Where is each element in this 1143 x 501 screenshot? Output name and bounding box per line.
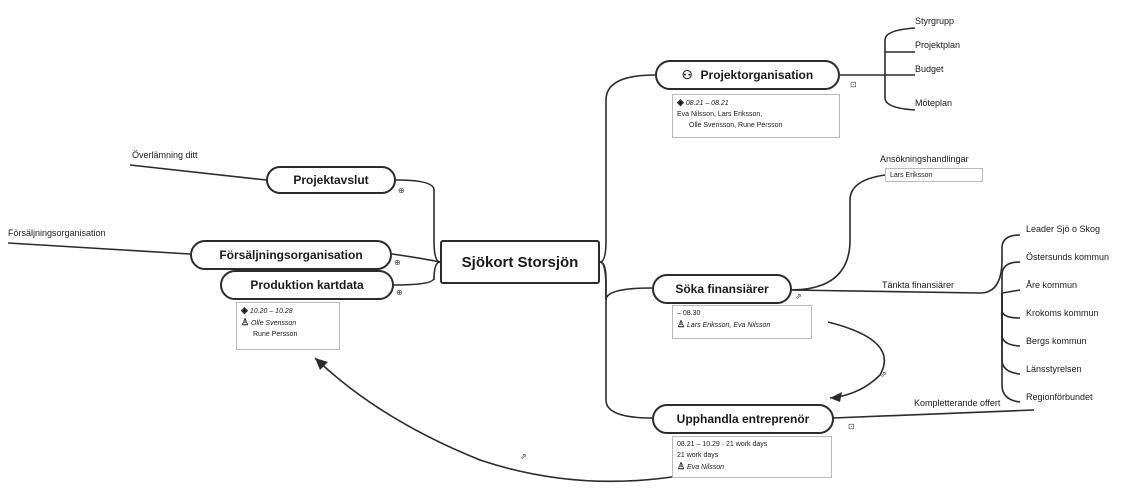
subtopic-finansiar[interactable]: Länsstyrelsen [1026,364,1082,374]
subtopic-overlamning[interactable]: Överlämning ditt [132,150,198,160]
task-resources: Rune Persson [253,331,298,338]
task-icon: ◈ [241,305,248,315]
topic-projektavslut[interactable]: Projektavslut [266,166,396,194]
task-resources: Eva Nilsson [687,464,724,471]
topic-projektorganisation[interactable]: ⚇ Projektorganisation [655,60,840,90]
task-resources: Lars Eriksson [890,172,933,179]
subtopic-finansiar[interactable]: Regionförbundet [1026,392,1093,402]
task-dates: – 08.30 [677,310,701,317]
subtopic-budget[interactable]: Budget [915,64,944,74]
task-info-upphandla: 08.21 – 10.29 · 21 work days 21 work day… [672,436,832,478]
person-icon: ♙ [677,319,686,329]
subtopic-ansokningshandlingar[interactable]: Ansökningshandlingar [880,154,969,164]
task-info-ansokning: Lars Eriksson [885,168,983,182]
collapse-icon[interactable]: ⊕ [396,288,403,297]
task-resources: Olle Svensson, Rune Persson [689,122,783,129]
collapse-icon[interactable]: ⊕ [398,186,405,195]
notes-icon[interactable]: ⊡ [848,422,855,431]
subtopic-finansiar[interactable]: Bergs kommun [1026,336,1087,346]
topic-label: Projektorganisation [700,68,814,82]
topic-forsaljningsorganisation[interactable]: Försäljningsorganisation [190,240,392,270]
task-info-soka: – 08.30 ♙ Lars Eriksson, Eva Nilsson [672,305,812,339]
subtopic-projektplan[interactable]: Projektplan [915,40,961,50]
subtopic-finansiar[interactable]: Åre kommun [1026,280,1078,290]
topic-upphandla-entreprenor[interactable]: Upphandla entreprenör [652,404,834,434]
task-resources: Eva Nilsson, Lars Eriksson, [677,111,763,118]
subtopic-kompletterande-offert[interactable]: Kompletterande offert [914,398,1001,408]
task-dates: 10.20 – 10.28 [249,308,293,315]
people-icon: ⚇ [681,68,693,82]
subtopic-styrgrupp[interactable]: Styrgrupp [915,16,955,26]
person-icon: ♙ [241,317,250,327]
relationship-icon[interactable]: ⇗ [520,452,527,461]
central-topic[interactable]: Sjökort Storsjön [440,240,600,284]
task-dates: 08.21 – 10.29 · 21 work days [677,441,768,448]
subtopic-finansiar[interactable]: Leader Sjö o Skog [1026,224,1101,234]
subtopic-tankta-finansiarer[interactable]: Tänkta finansiärer [882,280,955,290]
subtopic-forsaljningsorganisation[interactable]: Försäljningsorganisation [8,228,106,238]
person-icon: ♙ [677,461,686,471]
task-resources: Lars Eriksson, Eva Nilsson [687,322,771,329]
topic-soka-finansiarer[interactable]: Söka finansiärer [652,274,792,304]
relationship-icon[interactable]: ⇗ [880,370,887,379]
task-duration: 21 work days [677,452,719,459]
task-info-produktion: ◈ 10.20 – 10.28 ♙ Olle Svensson Rune Per… [236,302,340,350]
topic-produktion-kartdata[interactable]: Produktion kartdata [220,270,394,300]
task-dates: 08.21 – 08.21 [685,100,729,107]
subtopic-finansiar[interactable]: Krokoms kommun [1026,308,1099,318]
notes-icon[interactable]: ⊡ [850,80,857,89]
task-icon: ◈ [677,97,684,107]
task-resources: Olle Svensson [251,320,297,327]
task-info-projektorganisation: ◈ 08.21 – 08.21 Eva Nilsson, Lars Erikss… [672,94,840,138]
subtopic-moteplan[interactable]: Möteplan [915,98,953,108]
subtopic-finansiar[interactable]: Östersunds kommun [1026,252,1110,262]
collapse-icon[interactable]: ⊕ [394,258,401,267]
link-icon[interactable]: ⇗ [795,292,802,301]
